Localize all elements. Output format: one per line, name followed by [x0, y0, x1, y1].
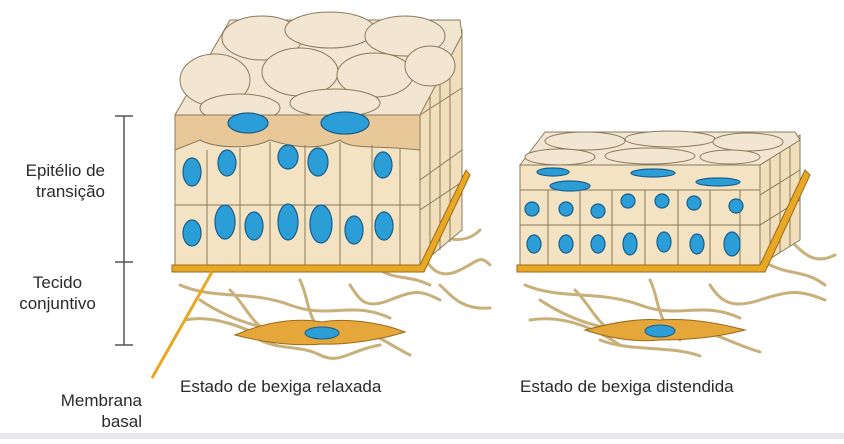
distended-cell-walls	[520, 190, 760, 265]
epithelium-label: Epitélio de transição	[25, 161, 105, 201]
distended-side-lines	[759, 143, 801, 258]
connective-bracket	[115, 262, 133, 346]
relaxed-umbrella-cells	[174, 114, 421, 151]
relaxed-caption: Estado de bexiga relaxada	[180, 377, 382, 396]
distended-basement-membrane	[516, 169, 811, 273]
distended-nuclei	[524, 193, 744, 257]
relaxed-connective-fibers	[178, 228, 492, 360]
membrane-label: Membrana basal	[60, 391, 142, 431]
distended-flat-nuclei	[536, 167, 741, 192]
distended-fibroblast	[583, 319, 747, 342]
distended-caption: Estado de bexiga distendida	[520, 377, 734, 396]
relaxed-umbrella-nucleus-2	[320, 111, 370, 135]
distended-surface-cells	[524, 130, 784, 166]
bottom-border	[0, 433, 844, 439]
relaxed-cell-walls	[175, 142, 420, 265]
membrane-leader-line	[150, 271, 214, 379]
relaxed-basement-membrane	[171, 169, 471, 273]
relaxed-umbrella-nucleus-1	[227, 112, 269, 134]
epithelium-bracket	[115, 115, 133, 263]
relaxed-fibroblast	[233, 319, 407, 346]
connective-label: Tecido conjuntivo	[19, 273, 96, 313]
relaxed-nuclei	[182, 144, 394, 247]
